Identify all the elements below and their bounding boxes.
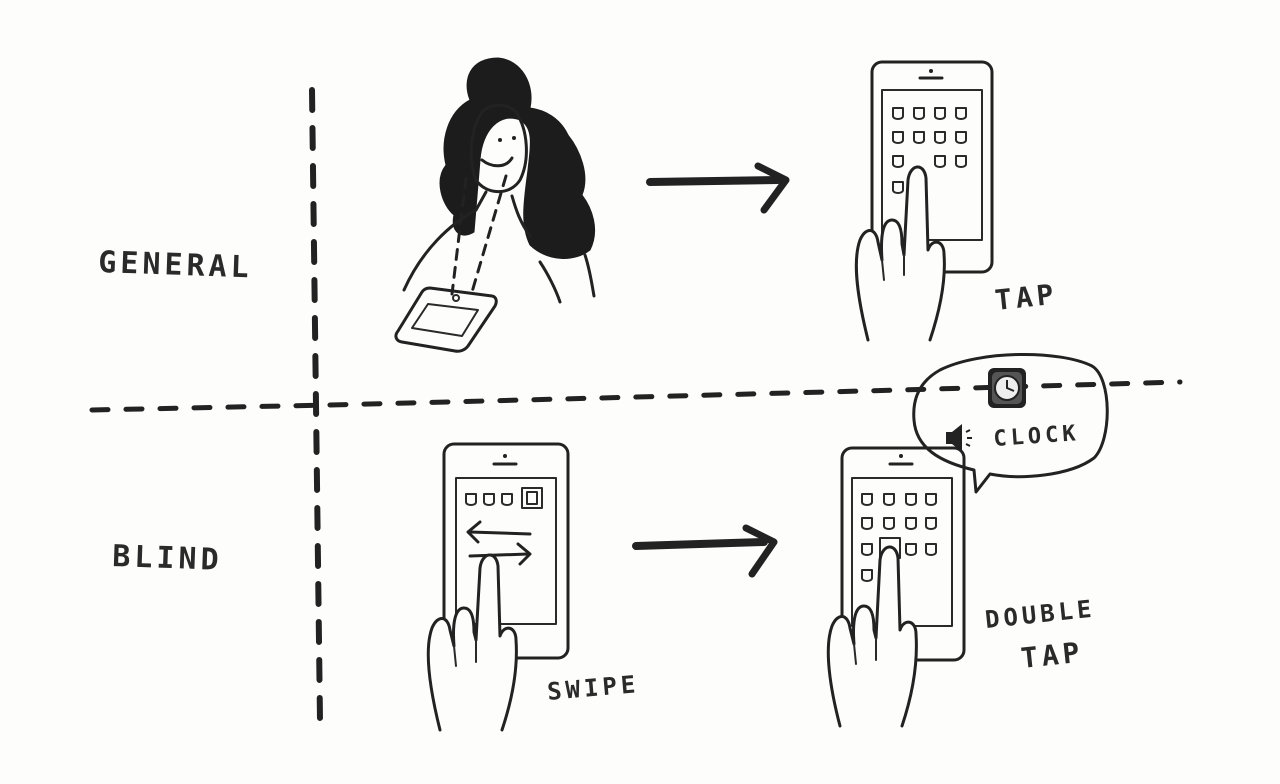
swipe-arrows-icon — [466, 520, 532, 566]
arrow-general — [646, 162, 790, 214]
hair — [439, 57, 595, 259]
sighted-user-illustration — [394, 57, 596, 353]
gesture-label-double: DOUBLE — [984, 595, 1097, 634]
row-label-general: GENERAL — [98, 245, 254, 285]
gesture-label-tap: TAP — [993, 278, 1059, 317]
vertical-divider — [309, 87, 323, 723]
arrow-blind — [632, 524, 778, 578]
tap-hand — [854, 165, 946, 342]
speaker-icon — [946, 424, 972, 452]
clock-app-icon — [988, 368, 1026, 408]
double-tap-hand — [826, 545, 918, 728]
row-label-blind: BLIND — [112, 539, 223, 578]
face — [469, 103, 528, 194]
app-icon-row — [465, 487, 543, 509]
gesture-label-double-tap: TAP — [1019, 636, 1085, 675]
gesture-label-swipe: SWIPE — [546, 670, 640, 706]
app-icon-grid — [892, 107, 967, 194]
handheld-phone — [394, 286, 498, 353]
bubble-text-clock: CLOCK — [993, 421, 1081, 452]
voiceover-speech-bubble: CLOCK — [912, 352, 1109, 494]
swipe-hand — [426, 553, 518, 732]
